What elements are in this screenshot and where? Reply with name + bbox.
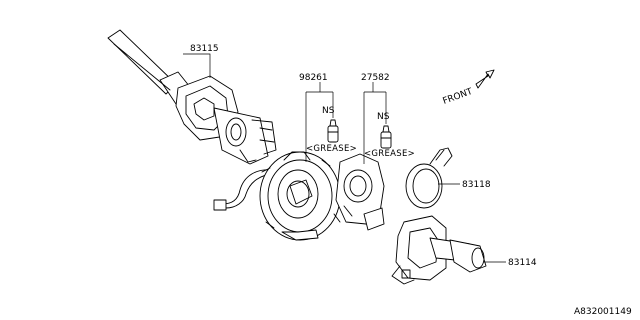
combination-switch-83115 [107, 29, 277, 165]
wiper-switch-83114 [391, 215, 487, 285]
roll-connector-98261 [213, 151, 341, 241]
front-arrow-icon [475, 69, 495, 89]
label-front: FRONT [442, 87, 475, 107]
label-ns-1: NS [322, 106, 335, 116]
label-98261: 98261 [299, 73, 328, 83]
label-83114: 83114 [508, 258, 537, 268]
label-83115: 83115 [190, 44, 219, 54]
grease-tube-2 [380, 125, 392, 149]
steering-angle-sensor-27582 [335, 153, 385, 231]
ring-bracket-83118 [405, 147, 453, 209]
label-83118: 83118 [462, 180, 491, 190]
label-ns-2: NS [377, 112, 390, 122]
grease-tube-1 [327, 119, 339, 143]
leader-lines [183, 53, 506, 263]
diagram-code: A832001149 [574, 307, 632, 317]
label-grease-2: <GREASE> [364, 149, 415, 159]
label-grease-1: <GREASE> [306, 144, 357, 154]
label-27582: 27582 [361, 73, 390, 83]
